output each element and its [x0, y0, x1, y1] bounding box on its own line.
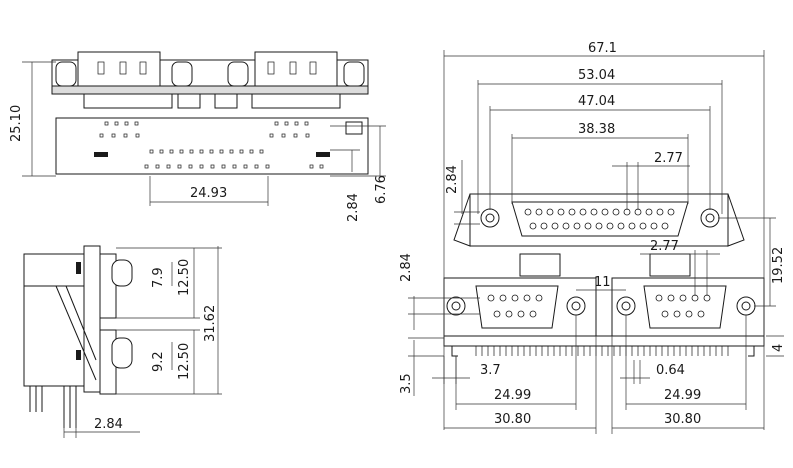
front-pin-grid	[99, 121, 324, 169]
front-plug-slots	[97, 61, 317, 75]
dim-front-height: 25.10	[9, 105, 24, 142]
upper-bracket-right	[649, 253, 691, 277]
dim-lower-2-77: 2.77	[650, 239, 679, 254]
dim-side-7-9: 7.9	[151, 267, 166, 288]
upper-mount-hole-left-inner	[485, 213, 495, 223]
front-base	[55, 117, 369, 175]
lower-left-d-shell	[475, 285, 559, 329]
upper-pins	[524, 208, 675, 230]
tail-base	[443, 335, 765, 347]
dim-30-80-right: 30.80	[664, 412, 701, 427]
front-left-plug	[77, 51, 161, 87]
dim-row-gap-4: 4	[771, 344, 786, 352]
upper-flange-right-wing	[727, 193, 745, 247]
front-post-4	[343, 61, 365, 87]
dim-side-12-50-lower: 12.50	[177, 343, 192, 380]
dim-side-12-50-upper: 12.50	[177, 259, 192, 296]
dim-24-99-left: 24.99	[494, 388, 531, 403]
side-tails	[29, 386, 77, 428]
dim-side-31-62: 31.62	[203, 305, 218, 342]
front-board-lock-left	[94, 152, 108, 157]
side-lower-face	[111, 337, 133, 369]
dim-19-52: 19.52	[771, 247, 786, 284]
side-lock-2	[76, 350, 81, 360]
upper-mount-hole-right-inner	[705, 213, 715, 223]
front-view: 25.10 24.93 2.84 6.76	[9, 51, 389, 222]
front-post-3	[227, 61, 249, 87]
tail-comb	[475, 346, 729, 356]
dim-upper-2-77: 2.77	[654, 151, 683, 166]
dim-53-04: 53.04	[578, 68, 615, 83]
dim-0-64: 0.64	[656, 363, 685, 378]
dim-side-9-2: 9.2	[151, 351, 166, 372]
side-view: 7.9 12.50 9.2 12.50 31.62 2.84	[23, 245, 222, 438]
front-flange	[51, 85, 369, 95]
front-post-2	[171, 61, 193, 87]
front-lower-block-right	[251, 93, 341, 109]
front-center-block-2	[214, 93, 238, 109]
dim-front-24-93: 24.93	[190, 186, 227, 201]
lower-right-d-shell	[643, 285, 727, 329]
lower-left-pins	[487, 294, 543, 318]
dim-3-5: 3.5	[399, 373, 414, 394]
dim-47-04: 47.04	[578, 94, 615, 109]
side-lock-1	[76, 262, 81, 274]
front-center-block	[177, 93, 201, 109]
dim-side-2-84: 2.84	[94, 417, 123, 432]
lower-right-pins	[655, 294, 711, 318]
front-side-tab	[345, 121, 363, 135]
front-lower-block-left	[83, 93, 173, 109]
dim-front-2-84: 2.84	[346, 193, 361, 222]
dim-38-38: 38.38	[578, 122, 615, 137]
tail-hook-right	[748, 346, 755, 357]
upper-d-shell	[511, 201, 689, 237]
side-upper-face	[111, 259, 133, 287]
dim-24-99-right: 24.99	[664, 388, 701, 403]
plan-view: 67.1 53.04 47.04 38.38 2.77 2.84 19.52 4	[399, 41, 786, 434]
upper-bracket-left	[519, 253, 561, 277]
dim-3-7: 3.7	[480, 363, 501, 378]
dim-lower-2-84: 2.84	[399, 253, 414, 282]
dim-upper-2-84: 2.84	[445, 165, 460, 194]
dim-30-80-left: 30.80	[494, 412, 531, 427]
front-post-1	[55, 61, 77, 87]
dim-overall-67-1: 67.1	[588, 41, 617, 56]
tail-hook-left	[451, 346, 458, 357]
dim-gap-11: 11	[594, 275, 611, 290]
front-board-lock-right	[316, 152, 330, 157]
dim-front-6-76: 6.76	[374, 175, 389, 204]
upper-flange-left-wing	[453, 193, 471, 247]
